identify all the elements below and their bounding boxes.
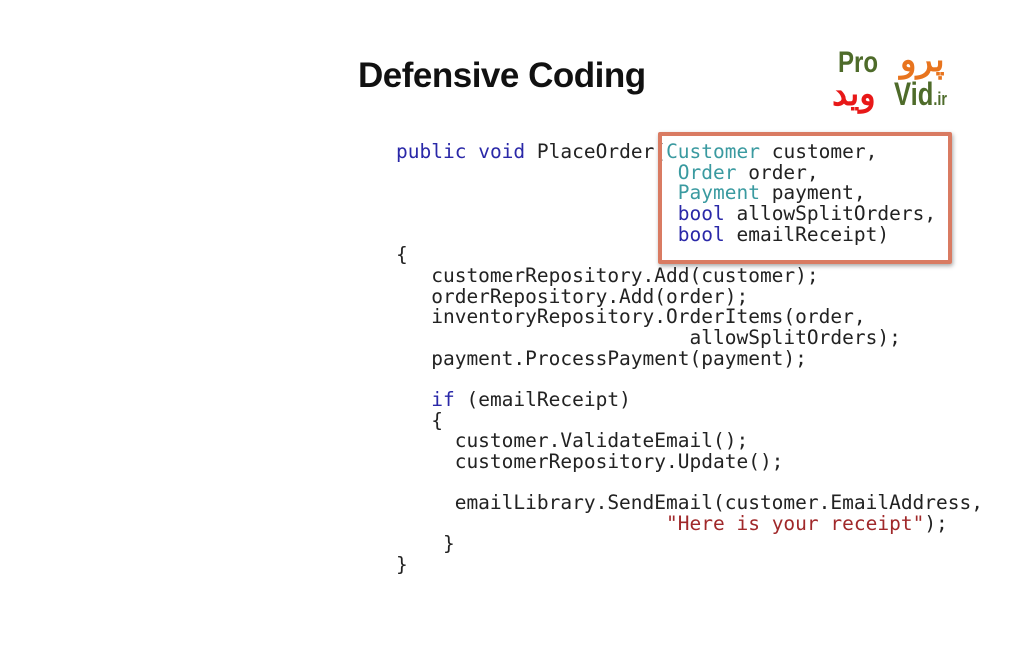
code-token-type: Order xyxy=(677,160,737,184)
provid-logo: Pro پرو وید Vid.ir xyxy=(830,41,990,120)
code-line: } xyxy=(396,553,983,577)
code-token-kw: public xyxy=(396,140,467,163)
code-line: emailLibrary.SendEmail(customer.EmailAdd… xyxy=(396,491,983,515)
code-token xyxy=(466,140,478,163)
code-token xyxy=(396,512,666,535)
code-line: "Here is your receipt"); xyxy=(396,511,983,535)
code-token-type: Payment xyxy=(677,181,760,205)
code-line: payment.ProcessPayment(payment); xyxy=(396,346,983,370)
code-token: customerRepository.Update(); xyxy=(396,449,784,473)
code-token-type: Customer xyxy=(666,140,760,163)
code-token: order, xyxy=(736,160,819,184)
code-token-kw: if xyxy=(431,387,455,411)
code-token xyxy=(396,388,431,411)
code-line: public void PlaceOrder(Customer customer… xyxy=(396,140,983,163)
code-token: customerRepository.Add(customer); xyxy=(396,263,819,287)
code-token-kw: bool xyxy=(677,222,725,246)
code-token: (emailReceipt) xyxy=(454,387,631,411)
logo-tld: .ir xyxy=(933,89,947,109)
logo-vid-text: Vid.ir xyxy=(894,76,947,113)
code-token xyxy=(396,202,678,225)
code-token xyxy=(396,223,678,246)
code-token: } xyxy=(396,553,408,577)
code-token: emailReceipt) xyxy=(724,222,890,246)
code-line: customerRepository.Update(); xyxy=(396,449,983,473)
code-token: customer, xyxy=(759,140,878,163)
code-token xyxy=(396,161,678,184)
code-token: } xyxy=(396,532,455,556)
slide-title: Defensive Coding xyxy=(358,56,646,95)
code-token-kw: bool xyxy=(677,201,725,225)
code-token: payment.ProcessPayment(payment); xyxy=(396,346,807,370)
code-line: ​ xyxy=(396,473,983,494)
code-line: customerRepository.Add(customer); xyxy=(396,263,983,287)
code-line: customer.ValidateEmail(); xyxy=(396,429,983,453)
code-token: allowSplitOrders, xyxy=(724,201,937,225)
code-token: allowSplitOrders); xyxy=(396,325,901,349)
code-line: ​ xyxy=(396,369,983,390)
code-token: ); xyxy=(924,511,948,535)
code-token: { xyxy=(396,408,443,432)
code-token xyxy=(396,181,678,204)
code-line: { xyxy=(396,408,983,432)
logo-vid: Vid xyxy=(894,76,934,112)
logo-persian-bottom: وید xyxy=(832,75,876,113)
code-line: if (emailReceipt) xyxy=(396,387,983,411)
code-line: bool emailReceipt) xyxy=(396,222,983,246)
code-token: inventoryRepository.OrderItems(order, xyxy=(396,305,866,329)
code-line: { xyxy=(396,243,983,267)
logo-persian-top: پرو xyxy=(900,41,945,79)
code-token-str: "Here is your receipt" xyxy=(666,511,925,535)
code-token: payment, xyxy=(759,181,866,205)
parameters-highlight-box xyxy=(658,132,952,264)
code-token-kw: void xyxy=(478,140,526,163)
code-line: orderRepository.Add(order); xyxy=(396,284,983,308)
code-block: public void PlaceOrder(Customer customer… xyxy=(396,140,983,577)
code-line: } xyxy=(396,534,983,555)
code-token: orderRepository.Add(order); xyxy=(396,284,749,308)
code-token: { xyxy=(396,243,408,267)
code-line: allowSplitOrders); xyxy=(396,325,983,349)
code-line: Order order, xyxy=(396,160,983,184)
code-token: customer.ValidateEmail(); xyxy=(396,429,749,453)
code-token: emailLibrary.SendEmail(customer.EmailAdd… xyxy=(396,491,983,515)
logo-pro-text: Pro xyxy=(838,46,879,79)
code-token: PlaceOrder( xyxy=(525,140,667,163)
code-line: bool allowSplitOrders, xyxy=(396,201,983,225)
code-line: inventoryRepository.OrderItems(order, xyxy=(396,305,983,329)
code-line: Payment payment, xyxy=(396,181,983,205)
